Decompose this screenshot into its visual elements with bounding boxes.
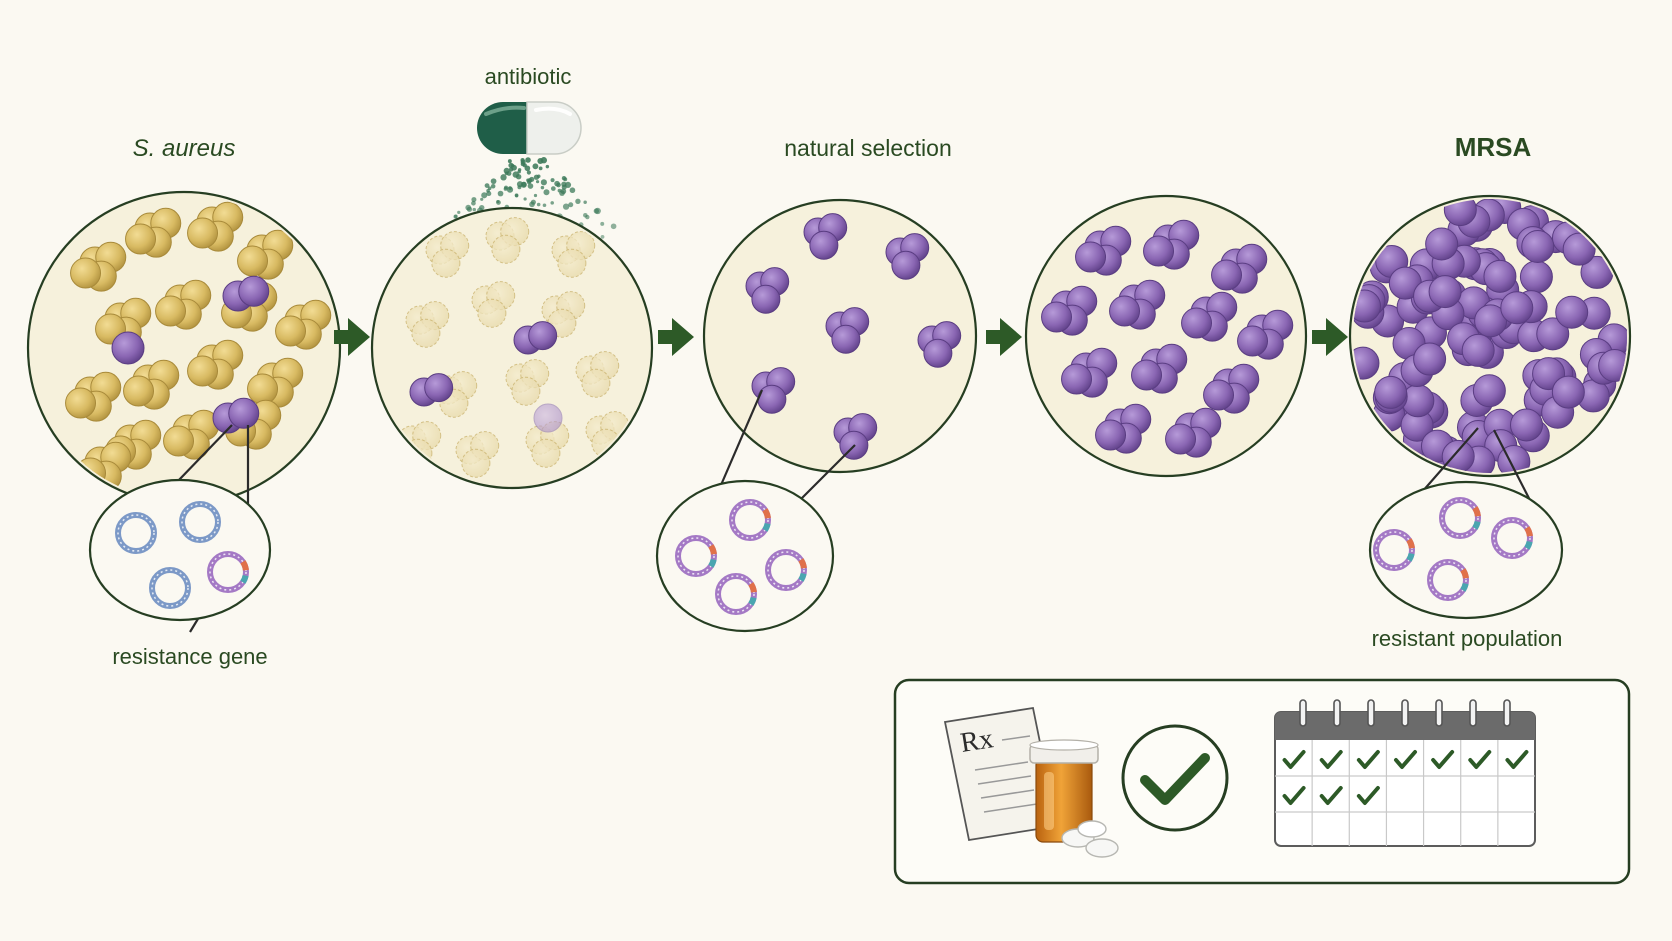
plasmid-ring xyxy=(179,501,221,543)
population-mrsa-cells xyxy=(1353,199,1627,473)
label-antibiotic: antibiotic xyxy=(485,64,572,89)
population-treated-cells xyxy=(397,217,630,478)
calendar-check-icon xyxy=(1282,786,1306,805)
arrow-right-icon xyxy=(986,318,1022,356)
plasmid-ring xyxy=(207,551,249,593)
population-growing-cells xyxy=(1041,219,1294,458)
label-natural-selection: natural selection xyxy=(784,135,952,161)
plasmid-ring xyxy=(1491,517,1533,559)
label-s-aureus: S. aureus xyxy=(133,135,236,162)
plasmid-ring xyxy=(115,512,157,554)
tablets-icon xyxy=(1061,820,1119,858)
plasmid-ring xyxy=(149,567,191,609)
calendar-check-icon xyxy=(1505,750,1529,769)
plasmid-ring xyxy=(1373,529,1415,571)
arrow-right-icon xyxy=(1312,318,1348,356)
calendar-check-icon xyxy=(1356,750,1380,769)
population-initial xyxy=(26,190,342,506)
population-mrsa xyxy=(1348,194,1632,478)
calendar-check-icon xyxy=(1356,786,1380,805)
population-survivors xyxy=(702,198,978,474)
treatment-panel: Rx xyxy=(893,678,1631,885)
plasmid-ring xyxy=(765,549,807,591)
arrow-right-icon xyxy=(658,318,694,356)
population-initial-cells xyxy=(65,201,332,492)
calendar-check-icon xyxy=(1282,750,1306,769)
calendar-check-icon xyxy=(1431,750,1455,769)
population-survivors-cells xyxy=(745,213,962,460)
check-circle-icon xyxy=(1121,724,1229,832)
plasmid-ring xyxy=(1439,497,1481,539)
plasmid-ring xyxy=(715,573,757,615)
arrow-right-icon xyxy=(334,318,370,356)
calendar-check-icon xyxy=(1394,750,1417,769)
capsule-icon xyxy=(477,101,582,155)
callout-lines xyxy=(149,389,1536,633)
plasmid-ring xyxy=(729,499,771,541)
calendar-check-icon xyxy=(1319,786,1343,805)
plasmid-ring xyxy=(675,535,717,577)
plasmid-zoom-survivors xyxy=(655,479,835,633)
pill-bottle-icon xyxy=(1029,739,1099,843)
plasmid-zoom-initial xyxy=(88,478,272,622)
calendar-check-icon xyxy=(1319,750,1343,769)
plasmid-ring xyxy=(1427,559,1469,601)
plasmid-zoom-mrsa xyxy=(1368,480,1564,620)
label-resistant-population: resistant population xyxy=(1372,626,1563,651)
label-resistance-gene: resistance gene xyxy=(112,644,267,669)
calendar-check-icon xyxy=(1468,750,1492,769)
calendar-icon xyxy=(1274,699,1536,847)
label-mrsa: MRSA xyxy=(1455,132,1532,162)
population-treated xyxy=(370,206,654,490)
rx-symbol: Rx xyxy=(958,723,995,759)
population-growing xyxy=(1024,194,1308,478)
